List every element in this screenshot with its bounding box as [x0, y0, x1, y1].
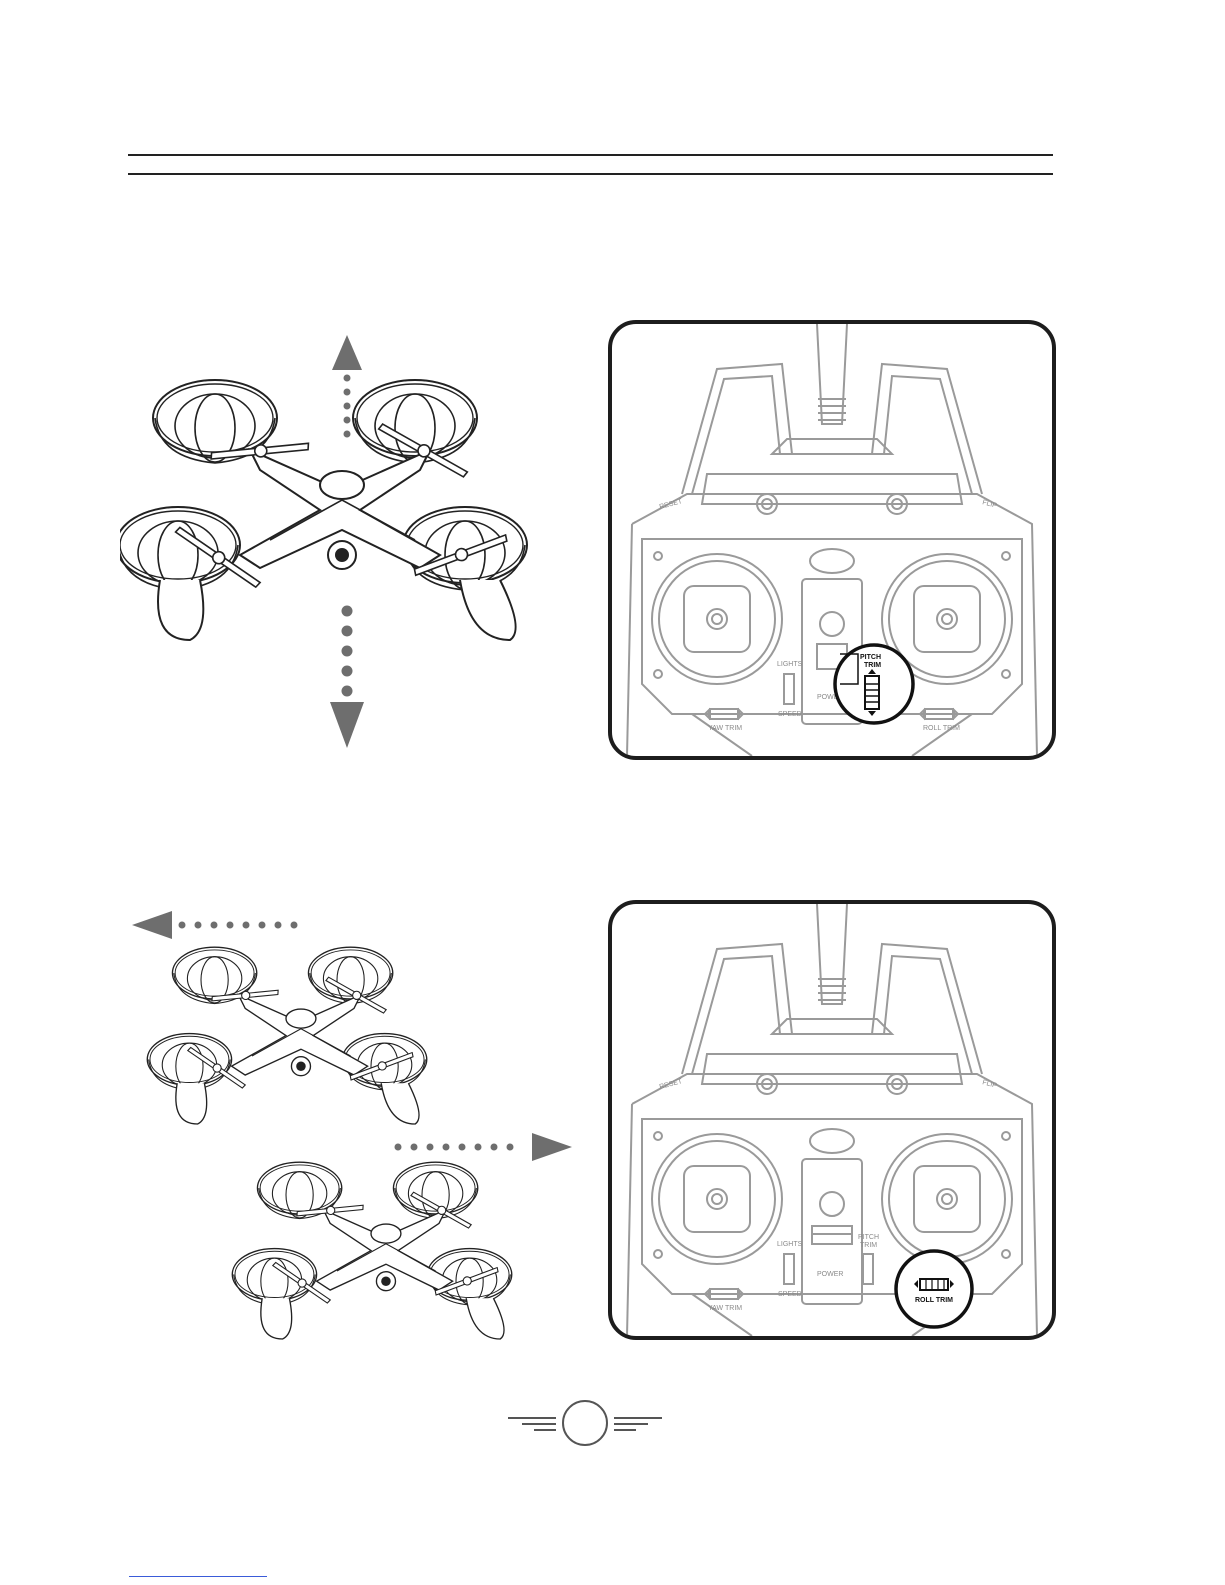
trim-label: TRIM [860, 1242, 877, 1249]
controller-panel-roll: RESET FLIP LIGHTS SPEED POWER PITCH TRIM… [608, 900, 1056, 1340]
footer-ornament [500, 1398, 670, 1450]
yaw-trim-label: YAW TRIM [708, 1305, 742, 1312]
lights-label: LIGHTS [777, 661, 803, 668]
speed-label: SPEED [778, 711, 802, 718]
speed-label: SPEED [778, 1291, 802, 1298]
reset-label: RESET [659, 498, 684, 511]
flip-label: FLIP [981, 499, 997, 510]
footer-link-underline [129, 1576, 267, 1577]
pitch-drone-scene [120, 320, 590, 760]
controller-panel-pitch: RESET FLIP LIGHTS SPEED POWER YAW TRIM R… [608, 320, 1056, 760]
highlight-roll-trim-label: ROLL TRIM [915, 1297, 953, 1304]
roll-trim-label: ROLL TRIM [923, 725, 960, 732]
lights-label: LIGHTS [777, 1241, 803, 1248]
roll-trim-highlight: ROLL TRIM [896, 1251, 972, 1327]
arrow-right-icon [395, 1133, 573, 1161]
controller-illustration: RESET FLIP LIGHTS SPEED POWER YAW TRIM R… [612, 324, 1052, 756]
arrow-down-icon [330, 606, 364, 749]
pitch-label: PITCH [858, 1234, 879, 1241]
reset-label: RESET [659, 1078, 684, 1091]
flip-label: FLIP [981, 1079, 997, 1090]
highlight-pitch-label: PITCH [860, 654, 881, 661]
circle-badge-icon [563, 1401, 607, 1445]
header-rule-top [128, 154, 1053, 156]
header-rule-bottom [128, 173, 1053, 175]
roll-drone-scene [120, 900, 590, 1340]
arrow-left-icon [132, 911, 298, 939]
controller-illustration: RESET FLIP LIGHTS SPEED POWER PITCH TRIM… [612, 904, 1052, 1336]
highlight-trim-label: TRIM [864, 662, 881, 669]
yaw-trim-label: YAW TRIM [708, 725, 742, 732]
pitch-trim-highlight: PITCH TRIM [835, 645, 913, 723]
power-label: POWER [817, 1271, 843, 1278]
